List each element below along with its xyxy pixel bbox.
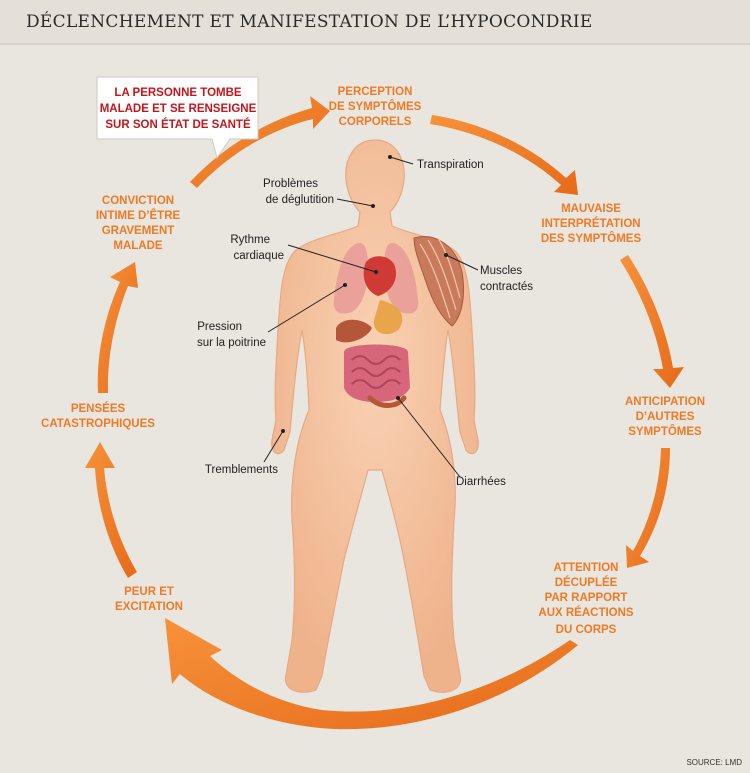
callout-line-3: SUR SON ÉTAT DE SANTÉ: [105, 118, 251, 131]
arrow-perception-to-mauvaise: [430, 115, 578, 195]
step-anticipation-line-2: D’AUTRES: [636, 411, 695, 423]
step-anticipation-line-3: SYMPTÔMES: [628, 425, 702, 438]
step-attention-line-2: DÉCUPLÉE: [555, 576, 618, 589]
arrow-mauvaise-to-anticipation: [620, 255, 684, 388]
step-pensees-line-2: CATASTROPHIQUES: [41, 418, 155, 430]
step-mauvaise-interpretation: MAUVAISE INTERPRÉTATION DES SYMPTÔMES: [541, 203, 642, 245]
step-peur-line-1: PEUR ET: [124, 586, 174, 598]
callout-box: LA PERSONNE TOMBE MALADE ET SE RENSEIGNE…: [96, 76, 259, 160]
cycle-arrows: [85, 96, 684, 730]
shoulder-muscle: [413, 236, 465, 327]
step-conviction-line-3: GRAVEMENT: [102, 225, 175, 237]
step-anticipation-line-1: ANTICIPATION: [625, 396, 705, 408]
arrow-anticipation-to-attention: [626, 448, 670, 568]
step-pensees-line-1: PENSÉES: [71, 402, 126, 415]
label-deglutition-1: Problèmes: [263, 178, 318, 190]
leader-deglutition: [336, 198, 374, 207]
right-lung: [384, 242, 419, 314]
colon: [367, 395, 407, 408]
leader-tremblements: [263, 430, 284, 463]
step-perception: PERCEPTION DE SYMPTÔMES CORPORELS: [329, 86, 422, 128]
dot-transpiration: [388, 155, 392, 159]
stomach: [373, 300, 403, 335]
step-pensees: PENSÉES CATASTROPHIQUES: [41, 402, 155, 430]
step-perception-line-1: PERCEPTION: [338, 86, 413, 98]
dot-diarrhees: [396, 396, 400, 400]
heart: [363, 256, 397, 296]
callout-line-2: MALADE ET SE RENSEIGNE: [100, 103, 257, 115]
human-figure: [271, 139, 479, 693]
step-attention-line-3: PAR RAPPORT: [545, 592, 628, 604]
dot-rythme: [374, 270, 378, 274]
step-perception-line-3: CORPORELS: [339, 116, 412, 128]
label-deglutition-2: de déglutition: [266, 194, 334, 206]
callout-line-1: LA PERSONNE TOMBE: [114, 87, 241, 99]
liver: [336, 319, 372, 343]
dot-tremblements: [281, 429, 285, 433]
label-diarrhees: Diarrhées: [456, 476, 506, 488]
arrow-attention-to-peur: [165, 618, 578, 730]
muscle-fibers: [419, 237, 461, 319]
intestines: [344, 344, 410, 402]
dot-muscles: [444, 253, 448, 257]
step-perception-line-2: DE SYMPTÔMES: [329, 100, 422, 113]
leader-rythme: [287, 244, 377, 273]
leader-lines: [263, 155, 479, 478]
label-rythme-2: cardiaque: [233, 250, 284, 262]
step-attention-line-4: AUX RÉACTIONS: [538, 606, 634, 619]
leader-muscles: [445, 254, 479, 271]
intestine-folds: [351, 355, 401, 389]
arrow-pensees-to-conviction: [97, 262, 138, 393]
step-conviction-line-4: MALADE: [113, 240, 163, 252]
label-muscles-2: contractés: [480, 281, 533, 293]
left-lung: [333, 242, 368, 314]
step-conviction-line-1: CONVICTION: [102, 195, 174, 207]
leader-transpiration: [389, 156, 414, 165]
label-muscles-1: Muscles: [480, 265, 522, 277]
step-mauvaise-line-3: DES SYMPTÔMES: [541, 232, 642, 245]
dot-deglutition: [371, 204, 375, 208]
label-rythme-1: Rythme: [230, 234, 270, 246]
step-anticipation: ANTICIPATION D’AUTRES SYMPTÔMES: [625, 396, 705, 438]
step-peur: PEUR ET EXCITATION: [115, 586, 183, 613]
arrow-peur-to-pensees: [85, 442, 137, 578]
step-mauvaise-line-2: INTERPRÉTATION: [541, 217, 640, 230]
leader-pression: [267, 284, 346, 333]
step-attention-line-1: ATTENTION: [554, 562, 619, 574]
step-peur-line-2: EXCITATION: [115, 601, 183, 613]
header-bar: [0, 0, 750, 44]
step-mauvaise-line-1: MAUVAISE: [561, 203, 621, 215]
dot-pression: [343, 283, 347, 287]
body-silhouette: [271, 139, 479, 693]
page-title: DÉCLENCHEMENT ET MANIFESTATION DE L’HYPO…: [26, 11, 593, 32]
step-conviction-line-2: INTIME D’ÊTRE: [96, 209, 181, 222]
label-pression-1: Pression: [197, 321, 242, 333]
source-credit: SOURCE: LMD: [686, 758, 742, 767]
step-attention: ATTENTION DÉCUPLÉE PAR RAPPORT AUX RÉACT…: [538, 562, 634, 636]
arrow-conviction-to-perception: [190, 96, 330, 188]
label-pression-2: sur la poitrine: [197, 337, 266, 349]
label-transpiration: Transpiration: [417, 159, 484, 171]
leader-diarrhees: [397, 397, 461, 478]
step-conviction: CONVICTION INTIME D’ÊTRE GRAVEMENT MALAD…: [96, 195, 181, 252]
label-tremblements: Tremblements: [205, 464, 278, 476]
step-attention-line-5: DU CORPS: [556, 624, 617, 636]
